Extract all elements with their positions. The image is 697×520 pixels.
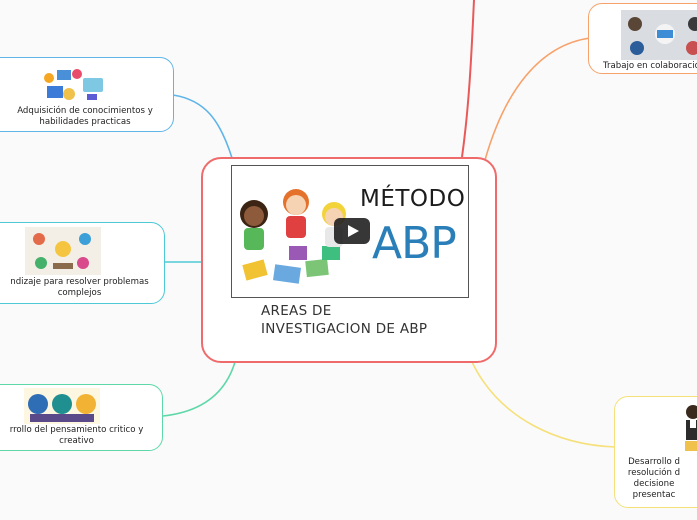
node-desarrollo-label: Desarrollo d resolución d decisione pres…	[627, 457, 681, 500]
learning-icons	[44, 69, 103, 100]
play-icon[interactable]	[334, 218, 370, 244]
node-aprendizaje[interactable]: ndizaje para resolver problemas complejo…	[0, 222, 165, 304]
connector-trabajo	[484, 37, 591, 161]
node-trabajo[interactable]: Trabajo en colaboració	[588, 3, 697, 74]
kids-puzzle-illustration	[240, 189, 346, 284]
presenter-image	[685, 405, 697, 451]
node-adquisicion-label: Adquisición de conocimientos y habilidad…	[17, 106, 153, 127]
node-pensamiento[interactable]: rrollo del pensamiento critico y creativ…	[0, 384, 163, 451]
connector-pensamiento	[162, 361, 236, 417]
node-aprendizaje-label: ndizaje para resolver problemas complejo…	[10, 277, 149, 298]
thinking-heads-image	[24, 388, 100, 424]
node-desarrollo[interactable]: Desarrollo d resolución d decisione pres…	[614, 396, 697, 508]
collaboration-image	[25, 227, 101, 275]
node-trabajo-label: Trabajo en colaboració	[603, 61, 697, 71]
node-pensamiento-label: rrollo del pensamiento critico y creativ…	[9, 425, 144, 446]
connector-desarrollo	[471, 361, 616, 448]
video-acronym: ABP	[372, 218, 457, 269]
connector-adquisicion	[172, 94, 233, 159]
teamwork-photo	[621, 10, 697, 60]
central-topic[interactable]: MÉTODO ABP AREAS DE INVESTIGACION DE ABP	[201, 157, 497, 363]
video-thumbnail[interactable]: MÉTODO ABP	[231, 165, 469, 298]
central-title: AREAS DE INVESTIGACION DE ABP	[261, 303, 428, 337]
connector-top	[461, 0, 475, 158]
node-adquisicion[interactable]: Adquisición de conocimientos y habilidad…	[0, 57, 174, 132]
video-heading: MÉTODO	[360, 186, 466, 212]
